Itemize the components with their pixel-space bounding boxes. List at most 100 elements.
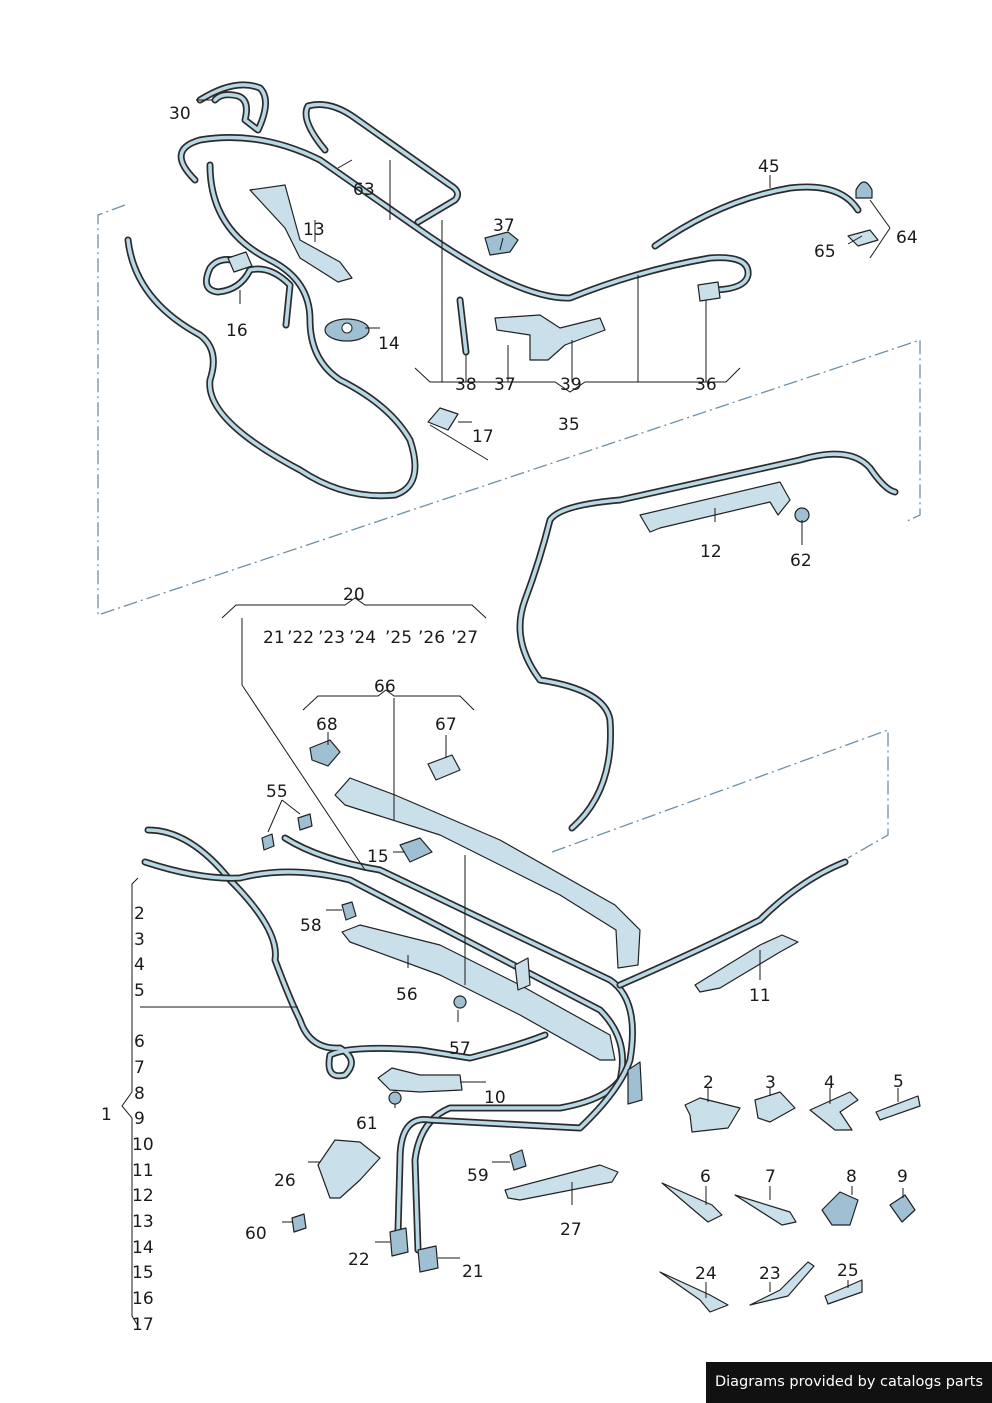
bracket-11 (694, 934, 799, 993)
group-20-items: 21 ’22 ’23 ’24 ’25 ’26 ’27 (263, 628, 478, 648)
callout-30: 30 (169, 104, 191, 124)
kit-label-7: 7 (765, 1167, 776, 1187)
hose-38 (456, 296, 470, 356)
kit-label-6: 6 (700, 1167, 711, 1187)
clamp-15 (399, 837, 433, 863)
hose-63 (302, 101, 462, 226)
hose-main-upper (177, 134, 752, 302)
kit-label-8: 8 (846, 1167, 857, 1187)
callout-55: 55 (266, 782, 288, 802)
callout-21: 21 (462, 1262, 484, 1282)
callout-labels: 30 63 13 37 45 64 65 16 14 38 37 39 36 1… (101, 104, 918, 1284)
grommet-14-hole (341, 322, 353, 334)
callout-45: 45 (758, 157, 780, 177)
callout-63: 63 (353, 180, 375, 200)
tie-24 (659, 1271, 729, 1313)
callout-13: 13 (303, 220, 325, 240)
callout-62: 62 (790, 551, 812, 571)
callout-65: 65 (814, 242, 836, 262)
clip-17 (427, 407, 459, 431)
kit-label-2: 2 (703, 1073, 714, 1093)
callout-37: 37 (493, 216, 515, 236)
group-1-item: 5 (134, 981, 145, 1001)
kit-label-3: 3 (765, 1073, 776, 1093)
callout-60: 60 (245, 1224, 267, 1244)
kit-label-4: 4 (824, 1073, 835, 1093)
kit-label-5: 5 (893, 1072, 904, 1092)
callout-12: 12 (700, 542, 722, 562)
group-1-item: 4 (134, 955, 145, 975)
callout-39: 39 (560, 375, 582, 395)
bracket-13 (249, 184, 353, 283)
clip-67 (427, 754, 461, 781)
clip-4 (809, 1091, 859, 1131)
callout-1: 1 (101, 1105, 112, 1125)
clip-2 (684, 1097, 741, 1133)
group-1-item: 3 (134, 930, 145, 950)
bolt-55b (297, 813, 313, 831)
bracket-10 (377, 1067, 463, 1093)
hose-45 (651, 183, 862, 250)
callout-59: 59 (467, 1166, 489, 1186)
kit-label-25: 25 (837, 1261, 859, 1281)
group-1-item: 17 (132, 1315, 154, 1335)
callout-61: 61 (356, 1114, 378, 1134)
group-1-item: 15 (132, 1263, 154, 1283)
group-20-item: ’22 (287, 628, 314, 648)
group-1-item: 9 (134, 1109, 145, 1129)
callout-20: 20 (343, 585, 365, 605)
hose-bundle-c (281, 834, 636, 1236)
callout-27: 27 (560, 1220, 582, 1240)
hose-30 (196, 81, 269, 134)
group-1-item: 12 (132, 1186, 154, 1206)
connector-21 (417, 1245, 439, 1273)
group-1-item: 10 (132, 1135, 154, 1155)
tie-17 (429, 424, 489, 461)
tie-23 (749, 1261, 815, 1306)
group-1-items: 2 3 4 5 6 7 8 9 10 11 12 13 14 15 16 17 (132, 904, 154, 1335)
callout-22: 22 (348, 1250, 370, 1270)
callout-56: 56 (396, 985, 418, 1005)
group-1-item: 13 (132, 1212, 154, 1232)
nut-57 (453, 995, 467, 1009)
hose-right-long (516, 450, 899, 832)
group-1-item: 6 (134, 1032, 145, 1052)
components (227, 181, 921, 1313)
callout-36: 36 (695, 375, 717, 395)
bracket-56-end (514, 957, 531, 991)
group-20-item: ’26 (418, 628, 445, 648)
clip-68 (309, 739, 341, 767)
assembly-boundaries (97, 204, 921, 859)
hose-lines (124, 81, 899, 1254)
end-cap-66 (627, 1061, 643, 1105)
group-1-item: 11 (132, 1161, 154, 1181)
callout-58: 58 (300, 916, 322, 936)
callout-57: 57 (449, 1039, 471, 1059)
callout-67: 67 (435, 715, 457, 735)
tie-6 (661, 1182, 723, 1223)
callout-10: 10 (484, 1088, 506, 1108)
cap-64 (855, 181, 873, 199)
rail-12 (639, 481, 791, 533)
callout-16: 16 (226, 321, 248, 341)
callout-66: 66 (374, 677, 396, 697)
clip-5 (875, 1095, 921, 1121)
bolt-55a (261, 833, 275, 851)
group-1-item: 14 (132, 1238, 154, 1258)
bracket-27 (504, 1164, 619, 1201)
nut-62 (794, 507, 810, 523)
clip-3 (754, 1091, 796, 1123)
group-20-item: ’25 (385, 628, 412, 648)
callout-38: 38 (455, 375, 477, 395)
callout-17: 17 (472, 427, 494, 447)
clip-9 (889, 1194, 916, 1223)
callout-64: 64 (896, 228, 918, 248)
screw-58 (341, 901, 357, 921)
callout-68: 68 (316, 715, 338, 735)
connector-16 (227, 251, 253, 273)
group-1-item: 16 (132, 1289, 154, 1309)
bracket-56 (341, 924, 616, 1061)
hose-right-lower (616, 858, 849, 989)
credit-banner: Diagrams provided by catalogs parts (706, 1362, 992, 1403)
